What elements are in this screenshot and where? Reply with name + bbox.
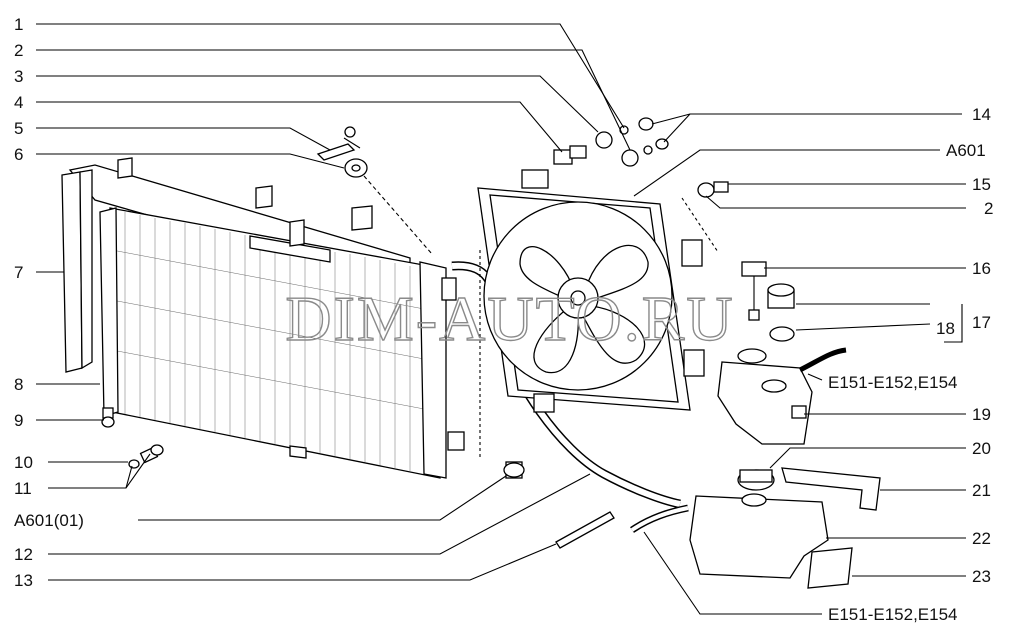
- expansion-tank-19: [717, 347, 847, 445]
- callout-23: 23: [972, 567, 991, 586]
- callout-14: 14: [972, 105, 991, 124]
- radiator-fins: [111, 212, 441, 471]
- callout-3: 3: [14, 67, 23, 86]
- strap-21: [781, 467, 881, 511]
- callout-e151-upper: E151-E152,E154: [828, 373, 958, 392]
- callout-a601-01: A601(01): [14, 511, 84, 530]
- hardware-1-4-14: [553, 117, 669, 167]
- callout-9: 9: [14, 411, 23, 430]
- callout-2: 2: [14, 41, 23, 60]
- leader-lines: [36, 23, 966, 615]
- callout-13: 13: [14, 571, 33, 590]
- expansion-tank-22: [630, 493, 829, 579]
- callout-11: 11: [14, 479, 32, 498]
- callout-19: 19: [972, 405, 991, 424]
- label-plate-23: [807, 547, 853, 589]
- bolt-15: [697, 181, 729, 198]
- watermark: DIM-AUTO.RU: [285, 283, 734, 354]
- callout-6: 6: [14, 145, 23, 164]
- callout-8: 8: [14, 375, 23, 394]
- callout-15: 15: [972, 175, 991, 194]
- cooling-fan: [483, 201, 673, 391]
- callout-18: 18: [936, 319, 955, 338]
- radiator-front: [99, 207, 465, 479]
- callout-5: 5: [14, 119, 23, 138]
- callout-12: 12: [14, 545, 33, 564]
- cap-17: [767, 283, 795, 309]
- callout-a601: A601: [946, 141, 986, 160]
- callout-21: 21: [972, 481, 991, 500]
- dashed-assembly-line: [363, 175, 433, 255]
- gasket-18: [769, 326, 795, 342]
- tie-strap: [555, 511, 615, 549]
- callout-10: 10: [14, 453, 33, 472]
- callout-4: 4: [14, 93, 23, 112]
- mount-6: [344, 158, 368, 178]
- drain-plug: [101, 407, 115, 428]
- callout-1: 1: [14, 15, 23, 34]
- callout-17: 17: [972, 313, 991, 332]
- valve-16: [741, 261, 767, 321]
- callout-20: 20: [972, 439, 991, 458]
- tank-cap-20: [737, 469, 775, 491]
- callout-7: 7: [14, 263, 23, 282]
- callout-2-right: 2: [984, 199, 993, 218]
- callout-e151-lower: E151-E152,E154: [828, 605, 958, 624]
- callout-labels: 1 2 3 4 5 6 7 8 9 10 11 A601(01) 12 13 1…: [14, 15, 993, 624]
- callout-16: 16: [972, 259, 991, 278]
- callout-22: 22: [972, 529, 991, 548]
- temperature-sensor: [503, 461, 525, 479]
- bolt-washer-10-11: [128, 444, 164, 469]
- clip-5: [316, 126, 361, 161]
